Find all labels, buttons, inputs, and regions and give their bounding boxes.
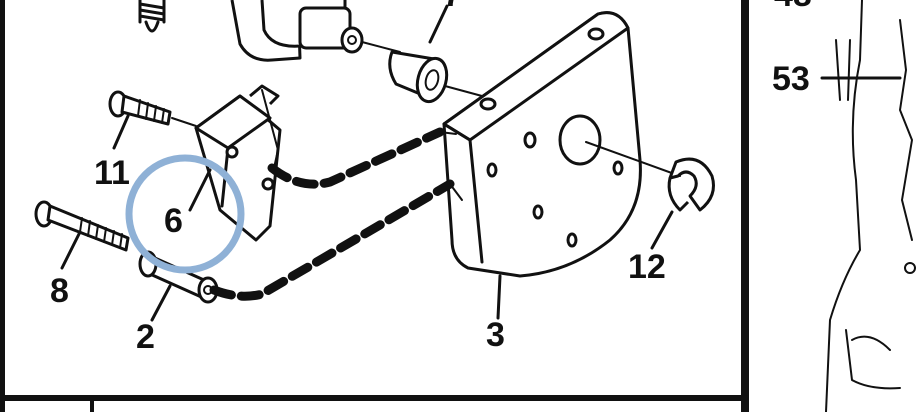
callout-7: 7 xyxy=(443,0,462,14)
callout-53: 53 xyxy=(772,60,810,98)
spring-part xyxy=(138,0,166,33)
callout-12: 12 xyxy=(628,248,666,286)
callout-3: 3 xyxy=(486,316,505,354)
main-panel-frame xyxy=(0,0,749,412)
e-clip-part-12 xyxy=(650,157,715,250)
screw-part-11 xyxy=(108,90,197,150)
switch-part-6 xyxy=(188,84,282,242)
callout-6: 6 xyxy=(164,202,183,240)
mounting-plate-part-3 xyxy=(442,11,681,320)
callout-11: 11 xyxy=(94,154,130,192)
highlight-circle xyxy=(125,154,245,274)
assembly-dashed-lines xyxy=(209,127,463,301)
screw-part-8 xyxy=(34,200,130,270)
right-partial-panel: 48 53 xyxy=(772,0,916,412)
motor-shaft-part xyxy=(230,0,401,62)
bushing-part-7 xyxy=(388,4,483,104)
callout-8: 8 xyxy=(50,272,69,310)
callout-2: 2 xyxy=(136,318,155,356)
callout-48-partial: 48 xyxy=(774,0,812,14)
